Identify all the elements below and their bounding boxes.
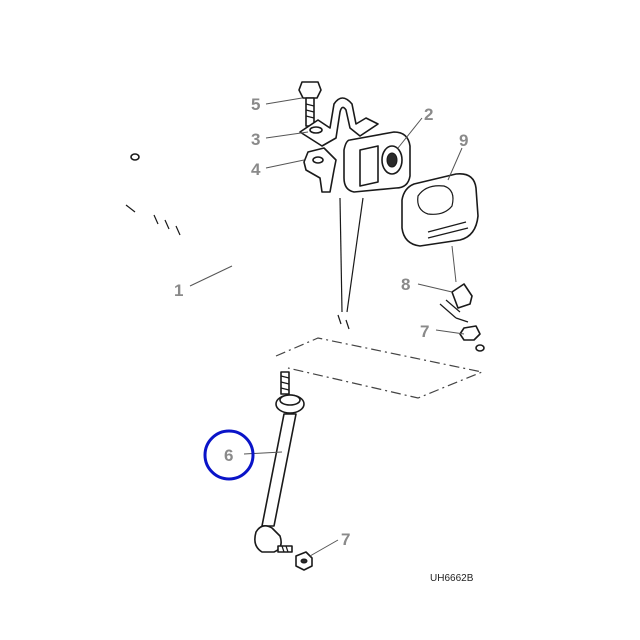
callout-4: 4 xyxy=(251,160,261,179)
nut-part-lower xyxy=(295,551,313,571)
callout-7-lower: 7 xyxy=(341,530,350,549)
callout-1: 1 xyxy=(174,281,183,300)
callout-5: 5 xyxy=(251,95,260,114)
link-part xyxy=(254,371,305,553)
clip-part xyxy=(439,283,473,323)
highlight-ring xyxy=(203,429,255,481)
callout-9: 9 xyxy=(459,131,468,150)
drawing-code: UH6662B xyxy=(430,573,474,584)
clamp-plate-part xyxy=(303,147,337,193)
nut-part-upper xyxy=(459,325,481,341)
callout-7-upper: 7 xyxy=(420,322,429,341)
leader-lines xyxy=(189,97,465,557)
cover-part xyxy=(401,172,479,247)
explode-lines-bush xyxy=(339,197,364,313)
callout-3: 3 xyxy=(251,130,260,149)
clamp-bracket-part xyxy=(299,97,379,147)
bush-part xyxy=(343,131,411,193)
explode-path-link xyxy=(275,337,485,399)
callout-8: 8 xyxy=(401,275,410,294)
callout-6: 6 xyxy=(224,446,233,465)
callout-2: 2 xyxy=(424,105,433,124)
stabilizer-bar xyxy=(125,153,485,358)
